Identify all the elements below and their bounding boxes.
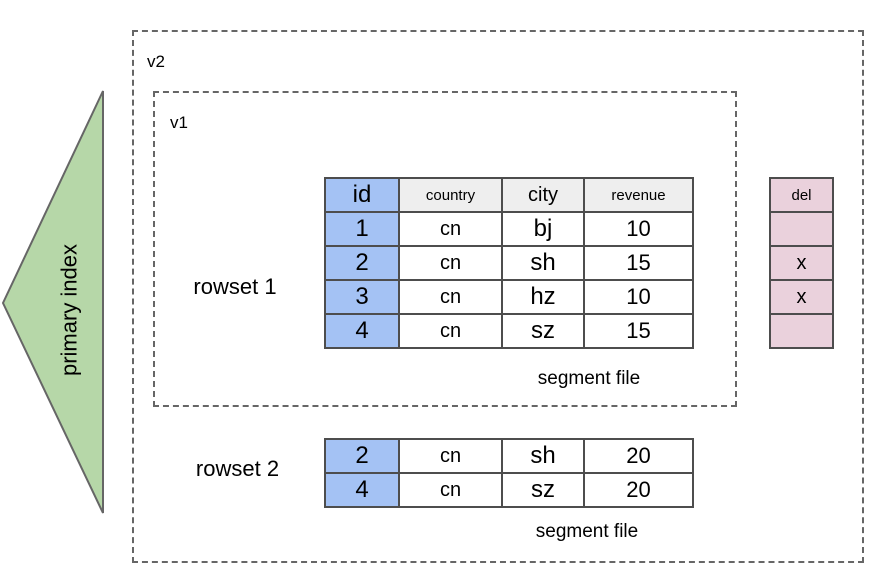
table-cell: sz xyxy=(501,313,585,349)
header-row: del xyxy=(769,177,834,213)
table-cell: x xyxy=(769,279,834,315)
table-cell: 2 xyxy=(324,245,400,281)
table-cell: cn xyxy=(398,438,503,474)
header-cell: city xyxy=(501,177,585,213)
v1-version-box xyxy=(153,91,737,407)
rowset1-segment-file-caption: segment file xyxy=(537,368,641,389)
table-cell xyxy=(769,313,834,349)
table-cell: x xyxy=(769,245,834,281)
table-row: x xyxy=(769,279,834,315)
table-cell: 20 xyxy=(583,438,694,474)
table-cell: cn xyxy=(398,211,503,247)
primary-index-triangle: primary index xyxy=(1,90,104,514)
table-cell: 20 xyxy=(583,472,694,508)
table-cell xyxy=(769,211,834,247)
table-cell: hz xyxy=(501,279,585,315)
rowset2-label: rowset 2 xyxy=(195,456,280,481)
rowset2-segment-file-caption: segment file xyxy=(535,521,639,542)
table-cell: cn xyxy=(398,245,503,281)
v2-version-box xyxy=(132,30,864,563)
table-cell: 15 xyxy=(583,313,694,349)
header-cell: del xyxy=(769,177,834,213)
table-cell: cn xyxy=(398,313,503,349)
table-cell: 15 xyxy=(583,245,694,281)
table-cell: 4 xyxy=(324,472,400,508)
table-cell: 1 xyxy=(324,211,400,247)
table-cell: sh xyxy=(501,438,585,474)
table-cell: 10 xyxy=(583,279,694,315)
triangle-shape xyxy=(1,90,104,514)
table-row: x xyxy=(769,245,834,281)
v2-label: v2 xyxy=(147,52,165,71)
table-cell: 10 xyxy=(583,211,694,247)
header-cell: revenue xyxy=(583,177,694,213)
table-cell: cn xyxy=(398,472,503,508)
v1-label: v1 xyxy=(170,113,188,132)
table-row xyxy=(769,313,834,349)
rowset1-label: rowset 1 xyxy=(193,274,277,299)
table-cell: sh xyxy=(501,245,585,281)
header-cell: country xyxy=(398,177,503,213)
table-cell: bj xyxy=(501,211,585,247)
table-cell: 2 xyxy=(324,438,400,474)
table-cell: sz xyxy=(501,472,585,508)
table-cell: 3 xyxy=(324,279,400,315)
header-cell: id xyxy=(324,177,400,213)
table-row xyxy=(769,211,834,247)
primary-index-label: primary index xyxy=(57,244,82,376)
table-cell: cn xyxy=(398,279,503,315)
table-cell: 4 xyxy=(324,313,400,349)
